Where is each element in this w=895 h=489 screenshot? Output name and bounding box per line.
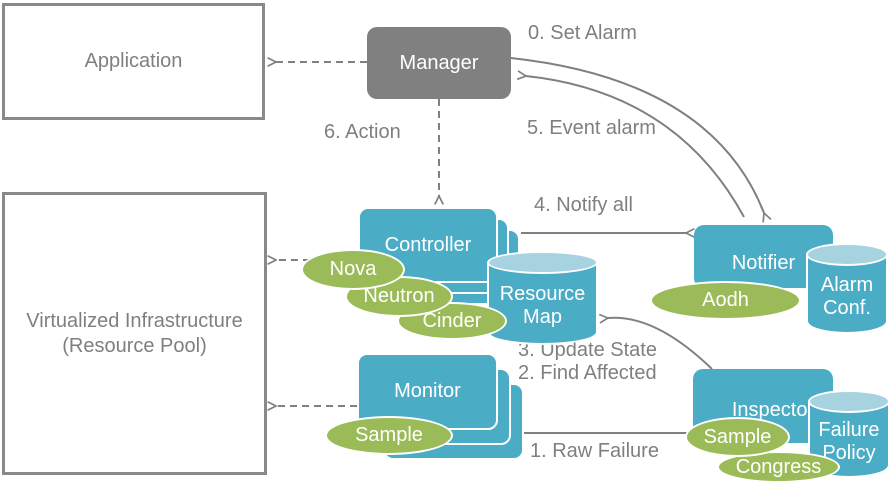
label-raw-failure: 1. Raw Failure [530,440,659,462]
resource-map-cylinder: Resource Map [487,251,598,345]
manager-box: Manager [367,27,511,99]
label-action: 6. Action [324,121,401,143]
failure-policy-label: Failure Policy [818,419,880,464]
virtualized-infrastructure-box: Virtualized Infrastructure (Resource Poo… [2,192,267,475]
resource-map-label: Resource Map [499,283,586,328]
arrow-event-alarm-notifier-to-manager [516,70,745,218]
sample-inspector-ellipse: Sample [685,417,790,457]
label-notify-all: 4. Notify all [534,194,633,216]
application-box: Application [2,3,265,120]
cylinder-top [487,251,598,274]
label-event-alarm: 5. Event alarm [527,117,656,139]
cylinder-top [808,390,890,413]
cylinder-body [806,254,888,334]
monitor-box: Monitor [357,353,498,430]
sample-monitor-ellipse: Sample [325,416,453,455]
nova-ellipse: Nova [301,249,405,290]
alarm-conf-label: Alarm Conf. [820,273,874,319]
label-find-affected: 2. Find Affected [518,362,657,384]
cylinder-top [806,243,888,266]
cinder-ellipse: Cinder [397,302,507,340]
alarm-conf-cylinder: Alarm Conf. [806,243,888,334]
arrow-set-alarm-manager-to-notifier [510,57,772,223]
cylinder-body [487,262,598,345]
label-set-alarm: 0. Set Alarm [528,22,637,44]
aodh-ellipse: Aodh [650,281,801,320]
arrow-inspector-to-resource-map [598,313,713,370]
